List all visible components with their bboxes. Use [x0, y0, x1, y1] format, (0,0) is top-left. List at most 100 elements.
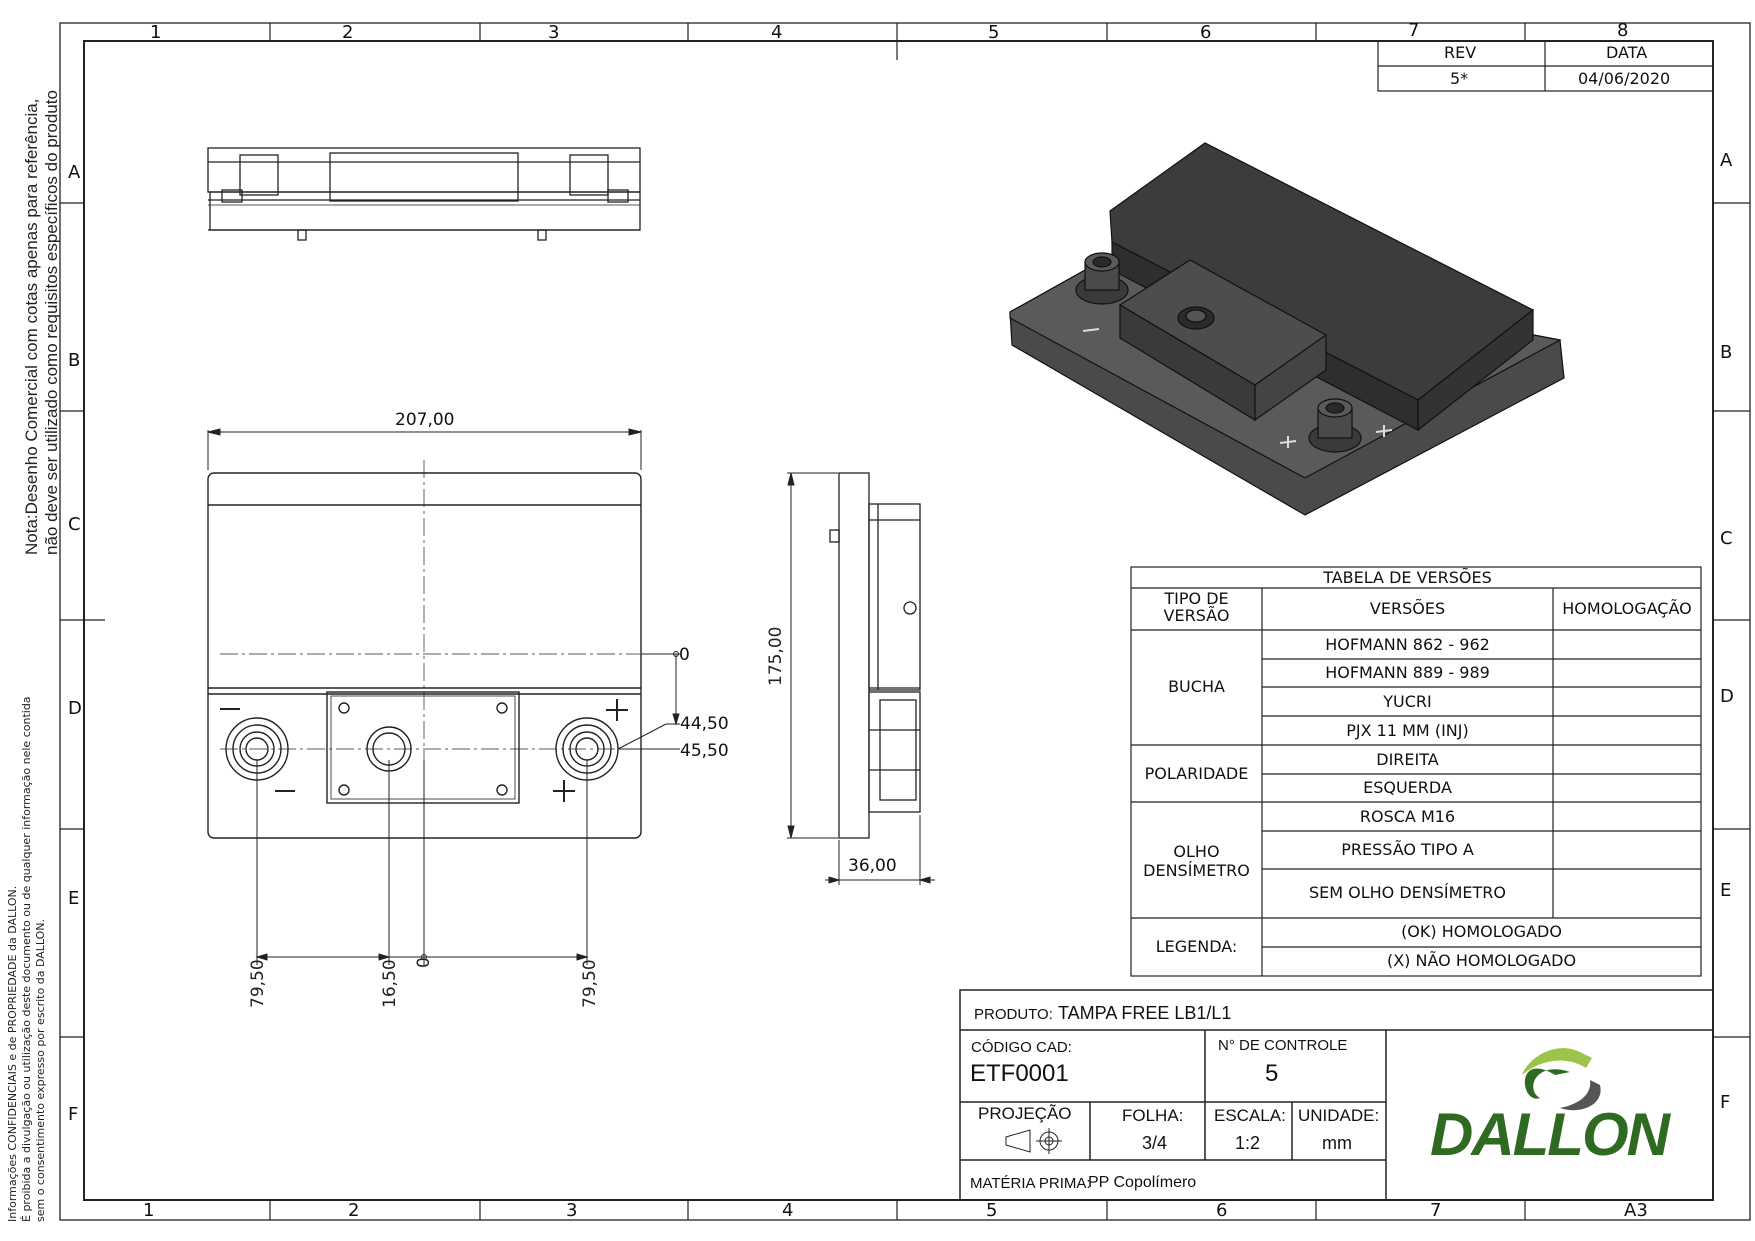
group-bucha: BUCHA: [1168, 677, 1225, 696]
zone-col-2-bottom: 2: [348, 1200, 360, 1221]
date-value: 04/06/2020: [1578, 69, 1671, 88]
side-dimensions: [787, 472, 935, 885]
confidential-note-line2: É proibida a divulgação ou utilização de…: [20, 696, 33, 1222]
dim-offset-b: 45,50: [680, 741, 729, 761]
zone-row-a: A: [68, 162, 81, 183]
group-polaridade: POLARIDADE: [1144, 764, 1249, 783]
zone-col-5: 5: [988, 22, 1000, 43]
plan-dimensions: [207, 428, 680, 965]
header-type: TIPO DE VERSÃO: [1131, 590, 1262, 624]
zone-col-4-bottom: 4: [782, 1200, 794, 1221]
zone-row-c-right: C: [1720, 528, 1733, 549]
revision-grid: [1377, 40, 1714, 92]
zone-row-d-right: D: [1720, 686, 1734, 707]
material-value: PP Copolímero: [1088, 1174, 1197, 1191]
header-type-line2: VERSÃO: [1163, 606, 1230, 625]
dim-bottom-zero: 0: [414, 957, 434, 968]
polaridade-row-1: DIREITA: [1376, 750, 1439, 769]
zone-col-2: 2: [342, 22, 354, 43]
header-type-line1: TIPO DE: [1164, 589, 1229, 608]
group-olho: OLHO DENSÍMETRO: [1131, 842, 1262, 880]
projection-symbol-icon: [1005, 1128, 1062, 1154]
zone-col-6: 6: [1200, 22, 1212, 43]
dallon-logo-icon: [1522, 1048, 1601, 1111]
isometric-view: [1009, 142, 1565, 516]
version-table-grid: [1130, 566, 1702, 977]
bucha-row-3: YUCRI: [1383, 692, 1432, 711]
control-value: 5: [1265, 1060, 1279, 1087]
zone-col-1-bottom: 1: [143, 1200, 155, 1221]
olho-row-1: ROSCA M16: [1359, 807, 1456, 826]
cad-value: ETF0001: [970, 1060, 1069, 1087]
legenda-row-1: (OK) HOMOLOGADO: [1401, 922, 1562, 941]
dim-width-overall: 207,00: [395, 410, 455, 430]
rev-value: 5*: [1450, 69, 1469, 88]
header-homologation: HOMOLOGAÇÃO: [1562, 599, 1692, 618]
projection-label: PROJEÇÃO: [978, 1104, 1072, 1123]
control-label: N° DE CONTROLE: [1218, 1037, 1348, 1054]
front-elevation-view: [207, 147, 641, 241]
dallon-logo: DALLON: [1430, 1101, 1670, 1168]
zone-col-4: 4: [771, 22, 783, 43]
zone-col-7-bottom: 7: [1430, 1200, 1442, 1221]
zone-col-7: 7: [1408, 20, 1420, 41]
bucha-row-1: HOFMANN 862 - 962: [1325, 635, 1490, 654]
rev-label: REV: [1444, 43, 1477, 62]
scale-value: 1:2: [1235, 1133, 1261, 1153]
dim-left-terminal: 79,50: [248, 959, 268, 1008]
legenda-row-2: (X) NÃO HOMOLOGADO: [1386, 951, 1577, 970]
material-label: MATÉRIA PRIMA:: [970, 1175, 1091, 1192]
zone-row-f-right: F: [1720, 1092, 1731, 1113]
group-legenda: LEGENDA:: [1155, 937, 1238, 956]
zone-row-f: F: [68, 1104, 79, 1125]
confidential-note: Informações CONFIDENCIAIS e de PROPRIEDA…: [6, 696, 48, 1222]
sheet-size-label: A3: [1624, 1200, 1648, 1221]
reference-note: Nota:Desenho Comercial com cotas apenas …: [22, 90, 62, 555]
product-value: TAMPA FREE LB1/L1: [1058, 1003, 1232, 1023]
date-label: DATA: [1606, 43, 1648, 62]
sheet-value: 3/4: [1142, 1133, 1168, 1153]
confidential-note-line1: Informações CONFIDENCIAIS e de PROPRIEDA…: [6, 885, 19, 1222]
zone-row-c: C: [68, 514, 81, 535]
unit-label: UNIDADE:: [1298, 1106, 1380, 1125]
reference-note-line2: não deve ser utilizado como requisitos e…: [42, 90, 61, 555]
zone-row-d: D: [68, 698, 82, 719]
zone-col-8: 8: [1617, 20, 1629, 41]
unit-value: mm: [1322, 1133, 1352, 1153]
zone-col-6-bottom: 6: [1216, 1200, 1228, 1221]
zone-row-a-right: A: [1720, 150, 1733, 171]
zone-ticks: [60, 23, 1750, 1220]
zone-col-1: 1: [150, 22, 162, 43]
zone-col-5-bottom: 5: [986, 1200, 998, 1221]
header-versions: VERSÕES: [1369, 599, 1446, 618]
olho-row-3: SEM OLHO DENSÍMETRO: [1308, 883, 1507, 902]
dim-right-terminal: 79,50: [580, 959, 600, 1008]
polaridade-row-2: ESQUERDA: [1363, 778, 1452, 797]
bucha-row-2: HOFMANN 889 - 989: [1325, 663, 1490, 682]
zone-row-b: B: [68, 350, 81, 371]
side-view: [829, 472, 921, 839]
title-block-grid: [959, 989, 1714, 1201]
zone-row-e-right: E: [1720, 880, 1732, 901]
dim-depth: 36,00: [848, 856, 897, 876]
zone-col-3-bottom: 3: [566, 1200, 578, 1221]
bucha-row-4: PJX 11 MM (INJ): [1346, 721, 1469, 740]
cad-label: CÓDIGO CAD:: [971, 1039, 1072, 1056]
zone-col-3: 3: [548, 22, 560, 43]
version-table-title: TABELA DE VERSÕES: [1323, 568, 1492, 587]
product-label: PRODUTO:: [974, 1006, 1053, 1023]
confidential-note-line3: sem o consentimento expresso por escrito…: [34, 919, 47, 1222]
dim-height-overall: 175,00: [766, 626, 786, 686]
olho-row-2: PRESSÃO TIPO A: [1341, 840, 1474, 859]
inner-frame: [83, 40, 1714, 1201]
zone-row-e: E: [68, 888, 80, 909]
group-olho-line1: OLHO: [1173, 842, 1220, 861]
dim-center-vent: 16,50: [380, 959, 400, 1008]
group-olho-line2: DENSÍMETRO: [1143, 861, 1250, 880]
dim-origin-zero: 0: [679, 645, 690, 665]
reference-note-line1: Nota:Desenho Comercial com cotas apenas …: [22, 98, 41, 555]
zone-row-b-right: B: [1720, 342, 1733, 363]
dim-offset-a: 44,50: [680, 714, 729, 734]
sheet-label: FOLHA:: [1122, 1106, 1184, 1125]
